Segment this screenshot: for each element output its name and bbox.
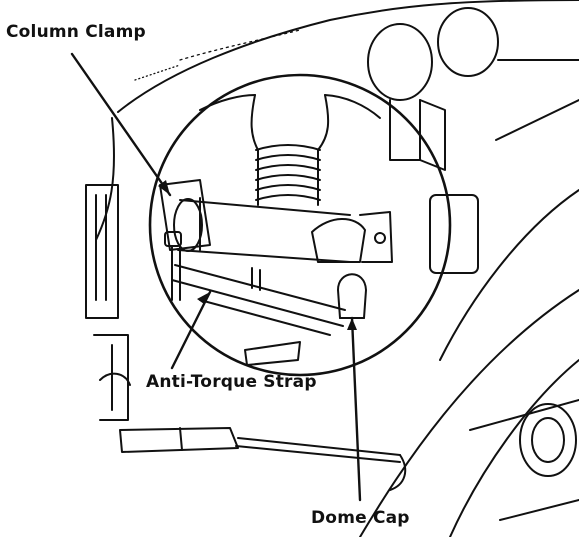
cowling <box>359 189 579 537</box>
leader-arrowheads <box>158 180 357 330</box>
label-anti-torque-strap: Anti-Torque Strap <box>146 372 317 392</box>
inspection-opening <box>148 73 452 377</box>
leader-column-clamp <box>70 52 172 197</box>
column-tube <box>173 197 351 263</box>
dome-cap-part <box>337 273 367 319</box>
leader-anti-torque-strap <box>170 290 212 370</box>
label-column-clamp: Column Clamp <box>6 22 146 42</box>
lower-bracket <box>199 299 331 366</box>
left-structure <box>85 184 131 421</box>
fuselage-panel <box>95 0 579 241</box>
label-dome-cap: Dome Cap <box>311 508 410 528</box>
anti-torque-strap-part <box>171 264 346 327</box>
arrow-dome-cap <box>347 318 357 330</box>
arrow-column-clamp <box>158 180 170 195</box>
panel-holes <box>367 7 579 274</box>
arrow-anti-torque-strap <box>197 292 210 304</box>
column-clamp-part <box>159 179 211 301</box>
lower-lever <box>119 427 407 491</box>
flex-duct <box>199 94 381 206</box>
leader-lines <box>70 52 362 502</box>
right-clamp <box>311 211 393 263</box>
leader-dome-cap <box>350 316 362 502</box>
